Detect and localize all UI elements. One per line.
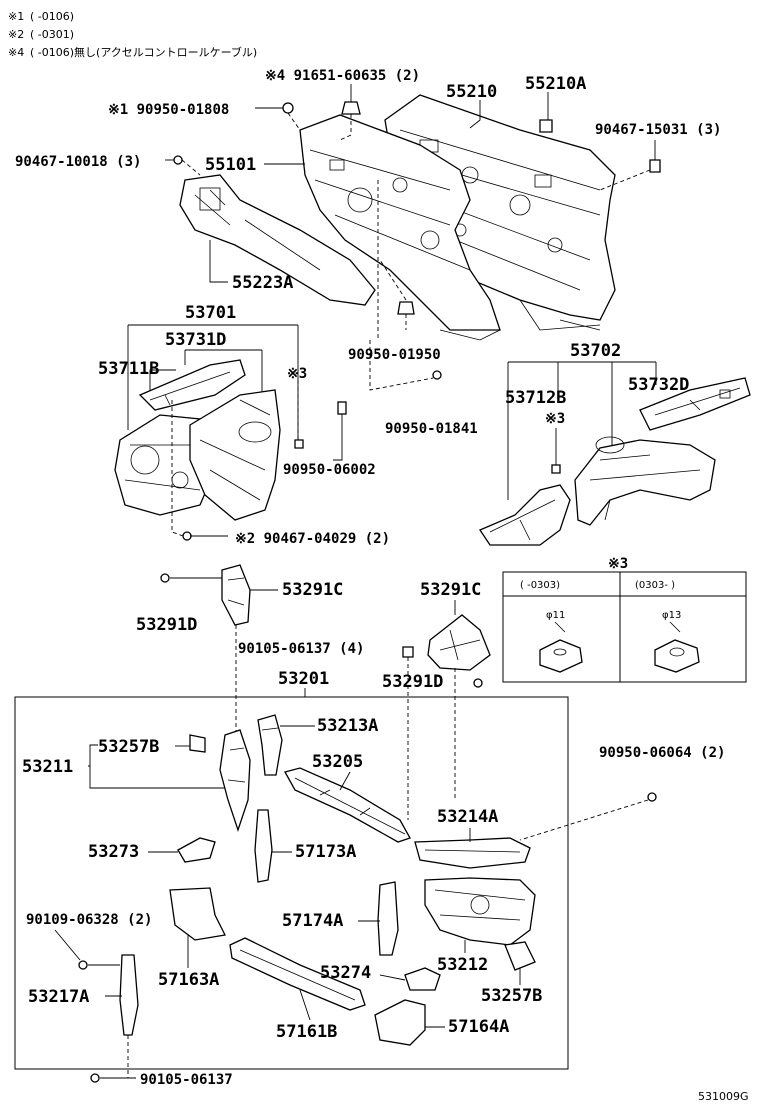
inset-col1-dim: φ11 [546,610,565,621]
label-90467-04029: ※2 90467-04029 (2) [235,531,390,547]
label-57161b: 57161B [276,1022,337,1042]
label-53212: 53212 [437,955,488,975]
label-53213a: 53213A [317,716,378,736]
radiator-support-box [14,696,569,1070]
support-53291-group [160,564,491,820]
label-55210a: 55210A [525,74,586,94]
label-53711b: 53711B [98,359,159,379]
clip-90467-15031 [649,159,661,173]
inset-col1-header: ( -0303) [520,580,560,591]
apron-left-leaders [171,380,343,537]
clip-90467-10018 [173,155,183,165]
label-53291d-left: 53291D [136,615,197,635]
label-53205: 53205 [312,752,363,772]
clip-91651 [341,101,361,115]
label-mark3-right: ※3 [545,411,565,427]
label-53291c-right: 53291C [420,580,481,600]
label-53291c-left: 53291C [282,580,343,600]
label-53731d: 53731D [165,330,226,350]
note-1-text: ( -0106) [30,10,74,23]
label-53257b-bottom: 53257B [481,986,542,1006]
note-2-text: ( -0301) [30,28,74,41]
label-53211: 53211 [22,757,73,777]
cowl-side-55223a [179,174,376,306]
radiator-support-leaders [54,725,521,1079]
label-53214a: 53214A [437,807,498,827]
apron-53702-group [479,361,751,546]
label-53712b: 53712B [505,388,566,408]
label-55101: 55101 [205,155,256,175]
label-53257b-top: 53257B [98,737,159,757]
label-53702: 53702 [570,341,621,361]
upper-leaders [165,84,656,391]
label-90105-06137-4: 90105-06137 (4) [238,641,364,657]
label-53291d-right: 53291D [382,672,443,692]
dash-silencer-55101 [299,114,501,341]
inset-col2-header: (0303- ) [635,580,675,591]
inset-mark3: ※3 ( -0303) (0303- ) φ11 φ13 [502,556,747,683]
label-55223a: 55223A [232,273,293,293]
inset-title: ※3 [608,556,628,572]
note-1-mark: ※1 [8,10,24,23]
label-57164a: 57164A [448,1017,509,1037]
label-53274: 53274 [320,963,371,983]
label-90105-06137: 90105-06137 [140,1072,233,1088]
clip-90950-01808 [282,102,294,114]
label-mark3-left: ※3 [287,366,307,382]
label-90950-01950: 90950-01950 [348,347,441,363]
label-53701: 53701 [185,303,236,323]
label-57174a: 57174A [282,911,343,931]
note-3-mark: ※4 [8,46,24,59]
label-90950-01808: ※1 90950-01808 [108,102,229,118]
nut-small [539,639,583,673]
label-90950-06002: 90950-06002 [283,462,376,478]
header-notes: ※1 ( -0106) ※2 ( -0301) ※4 ( -0106)無し(アク… [8,10,257,59]
label-90109-06328: 90109-06328 (2) [26,912,152,928]
apron-53701-group [114,324,347,541]
label-90467-15031: 90467-15031 (3) [595,122,721,138]
clip-55210a [539,119,553,133]
label-90950-06064: 90950-06064 (2) [599,745,725,761]
radiator-support-parts [78,714,657,1083]
label-90950-01841: 90950-01841 [385,421,478,437]
clip-90950-01950 [397,301,415,315]
clip-90950-01841 [432,370,442,380]
label-55210: 55210 [446,82,497,102]
label-53273: 53273 [88,842,139,862]
label-57173a: 57173A [295,842,356,862]
label-53732d: 53732D [628,375,689,395]
label-53217a: 53217A [28,987,89,1007]
figure-code: 531009G [698,1090,749,1103]
note-2-mark: ※2 [8,28,24,41]
label-90467-10018: 90467-10018 (3) [15,154,141,170]
label-57163a: 57163A [158,970,219,990]
inset-col2-dim: φ13 [662,610,681,621]
label-53201: 53201 [278,669,329,689]
note-3-text: ( -0106)無し(アクセルコントロールケーブル) [30,45,257,59]
label-91651: ※4 91651-60635 (2) [265,68,420,84]
